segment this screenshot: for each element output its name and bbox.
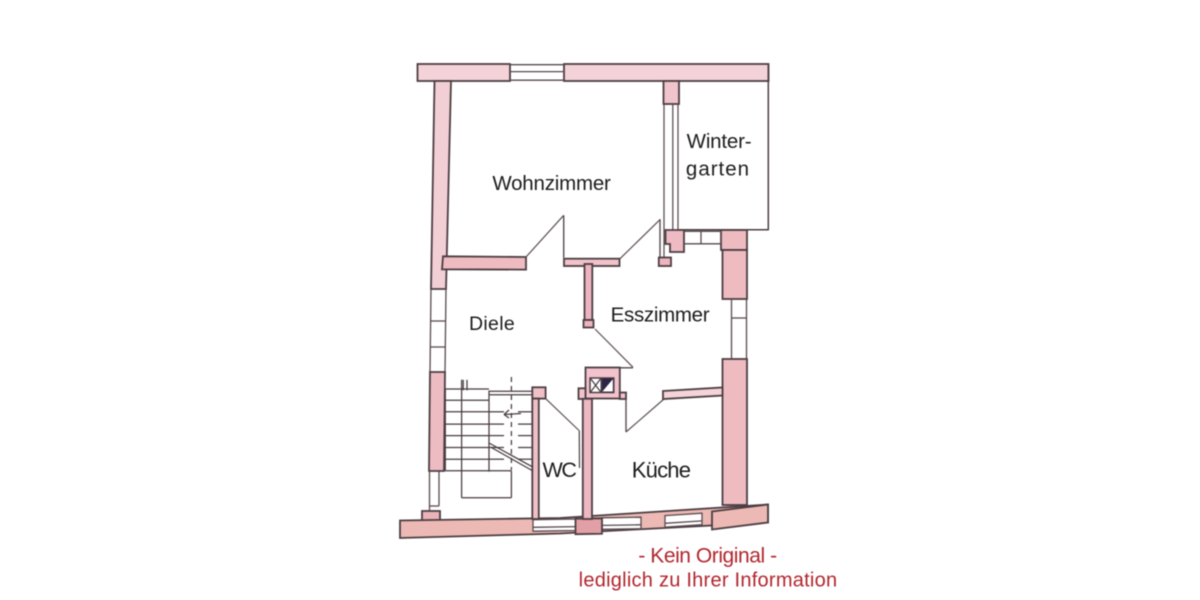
- svg-text:Winter-: Winter-: [687, 130, 752, 153]
- svg-text:Küche: Küche: [632, 458, 691, 483]
- svg-text:lediglich zu Ihrer Information: lediglich zu Ihrer Information: [579, 569, 838, 591]
- svg-text:garten: garten: [686, 157, 750, 180]
- svg-text:WC: WC: [542, 458, 576, 482]
- svg-text:Esszimmer: Esszimmer: [611, 303, 710, 326]
- svg-text:- Kein Original -: - Kein Original -: [638, 545, 777, 568]
- svg-text:Wohnzimmer: Wohnzimmer: [492, 172, 611, 195]
- svg-text:Diele: Diele: [469, 313, 515, 335]
